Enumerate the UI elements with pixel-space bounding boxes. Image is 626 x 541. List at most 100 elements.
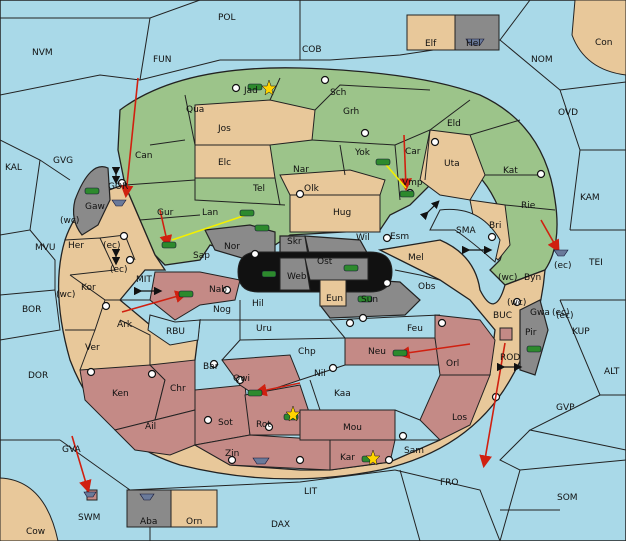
label-her: Her	[68, 241, 84, 251]
label-web: Web	[287, 272, 307, 282]
supply-centers-item	[295, 189, 305, 199]
label-wc1: (wc)	[60, 216, 79, 226]
label-sun: Sun	[361, 295, 378, 305]
label-hel: Hel	[466, 39, 481, 49]
label-ec1: (ec)	[103, 241, 121, 251]
supply-centers-item	[147, 369, 157, 379]
label-hug: Hug	[333, 208, 351, 218]
label-qua: Qua	[186, 105, 204, 115]
label-chp: Chp	[298, 347, 316, 357]
label-sch: Sch	[330, 88, 346, 98]
label-neu: Neu	[368, 347, 386, 357]
label-gaw: Gaw	[85, 202, 105, 212]
sea-borders-item	[59, 439, 396, 491]
label-alt: ALT	[604, 367, 620, 377]
label-ec2: (ec)	[110, 265, 128, 275]
label-pol: POL	[218, 13, 236, 23]
territory-Los[interactable]	[419, 374, 491, 441]
label-wc4: (wc)	[507, 298, 526, 308]
label-zin: Zin	[225, 449, 239, 459]
label-ken: Ken	[112, 389, 129, 399]
territory-Olk[interactable]	[279, 169, 386, 196]
supply-centers-item	[512, 297, 522, 307]
label-sot: Sot	[218, 418, 233, 428]
label-byn: Byn	[524, 273, 541, 283]
label-ec5: (ec)	[556, 311, 574, 321]
units	[83, 38, 569, 501]
label-qwi: Qwi	[233, 374, 250, 384]
label-swm: SWM	[78, 513, 100, 523]
territory-Web-inner[interactable]	[279, 257, 311, 291]
label-los: Los	[452, 413, 467, 423]
supply-centers-item	[250, 249, 260, 259]
supply-centers-item	[295, 455, 305, 465]
label-cow: Cow	[26, 527, 45, 537]
sea-borders-item	[569, 149, 581, 231]
territory-Ost-inner[interactable]	[304, 257, 369, 281]
supply-centers-item	[222, 285, 232, 295]
label-ovd: OVD	[558, 108, 578, 118]
label-mvu: MVU	[35, 243, 56, 253]
territory-BUC-marker[interactable]	[499, 327, 513, 341]
label-kar: Kar	[340, 453, 355, 463]
label-sap: Sap	[193, 251, 210, 261]
sea-borders-item	[499, 429, 531, 541]
adjacency-arrows	[111, 167, 523, 372]
territory-Pir[interactable]	[519, 299, 549, 376]
labels: POL COB FUN NVM NOM Con OVD KAL GVG KAM …	[5, 13, 620, 537]
label-sma: SMA	[456, 226, 476, 236]
label-bar: Bar	[203, 362, 219, 372]
label-car: Car	[405, 147, 421, 157]
supply-centers-item	[101, 301, 111, 311]
supply-centers-item	[235, 375, 245, 385]
label-bri: Bri	[489, 221, 501, 231]
label-bor: BOR	[22, 305, 41, 315]
sea-borders-item	[0, 289, 56, 296]
supply-centers-item	[203, 415, 213, 425]
move-arrows-item	[253, 382, 301, 397]
territory-Elc[interactable]	[194, 144, 276, 179]
territory-Gaw[interactable]	[72, 166, 111, 236]
label-rot: Rot	[256, 420, 271, 430]
label-dax: DAX	[271, 520, 290, 530]
label-jos: Jos	[217, 124, 231, 134]
units-item	[83, 38, 569, 501]
territory-Jos[interactable]	[194, 99, 316, 146]
supply-centers-item	[398, 431, 408, 441]
label-tei: TEI	[588, 258, 603, 268]
label-kor: Kor	[81, 283, 96, 293]
supply-centers-item	[320, 75, 330, 85]
label-nil: Nil	[314, 369, 326, 379]
label-kam: KAM	[580, 193, 600, 203]
label-gvp: GVP	[556, 403, 575, 413]
label-gwa: Gwa	[530, 308, 550, 318]
label-con: Con	[595, 38, 613, 48]
move-arrows-item	[396, 343, 471, 359]
label-wc3: (wc)	[498, 273, 517, 283]
sea-borders-item	[499, 0, 531, 41]
label-fro: FRO	[440, 478, 459, 488]
supply-centers-item	[209, 359, 219, 369]
supply-centers-item	[345, 318, 355, 328]
supply-centers-item	[360, 128, 370, 138]
label-kal: KAL	[5, 163, 22, 173]
label-nab: Nab	[209, 285, 227, 295]
supply-centers-item	[231, 83, 241, 93]
label-cob: COB	[302, 45, 322, 55]
territory-Eun-box[interactable]	[319, 279, 347, 307]
label-uta: Uta	[444, 159, 460, 169]
supply-centers-item	[86, 367, 96, 377]
label-yok: Yok	[354, 148, 371, 158]
sea-RBU[interactable]	[147, 314, 201, 346]
move-arrows-item	[121, 290, 189, 313]
supply-centers-item	[382, 233, 392, 243]
label-skr: Skr	[287, 237, 302, 247]
territory-Orn[interactable]	[170, 489, 218, 528]
sea-borders-item	[519, 459, 626, 471]
territory-Neu[interactable]	[344, 337, 441, 366]
label-gur: Gur	[157, 208, 174, 218]
label-elf: Elf	[425, 39, 437, 49]
territory-Elf[interactable]	[406, 14, 456, 51]
label-pir: Pir	[525, 328, 537, 338]
label-gvg: GVG	[53, 156, 73, 166]
